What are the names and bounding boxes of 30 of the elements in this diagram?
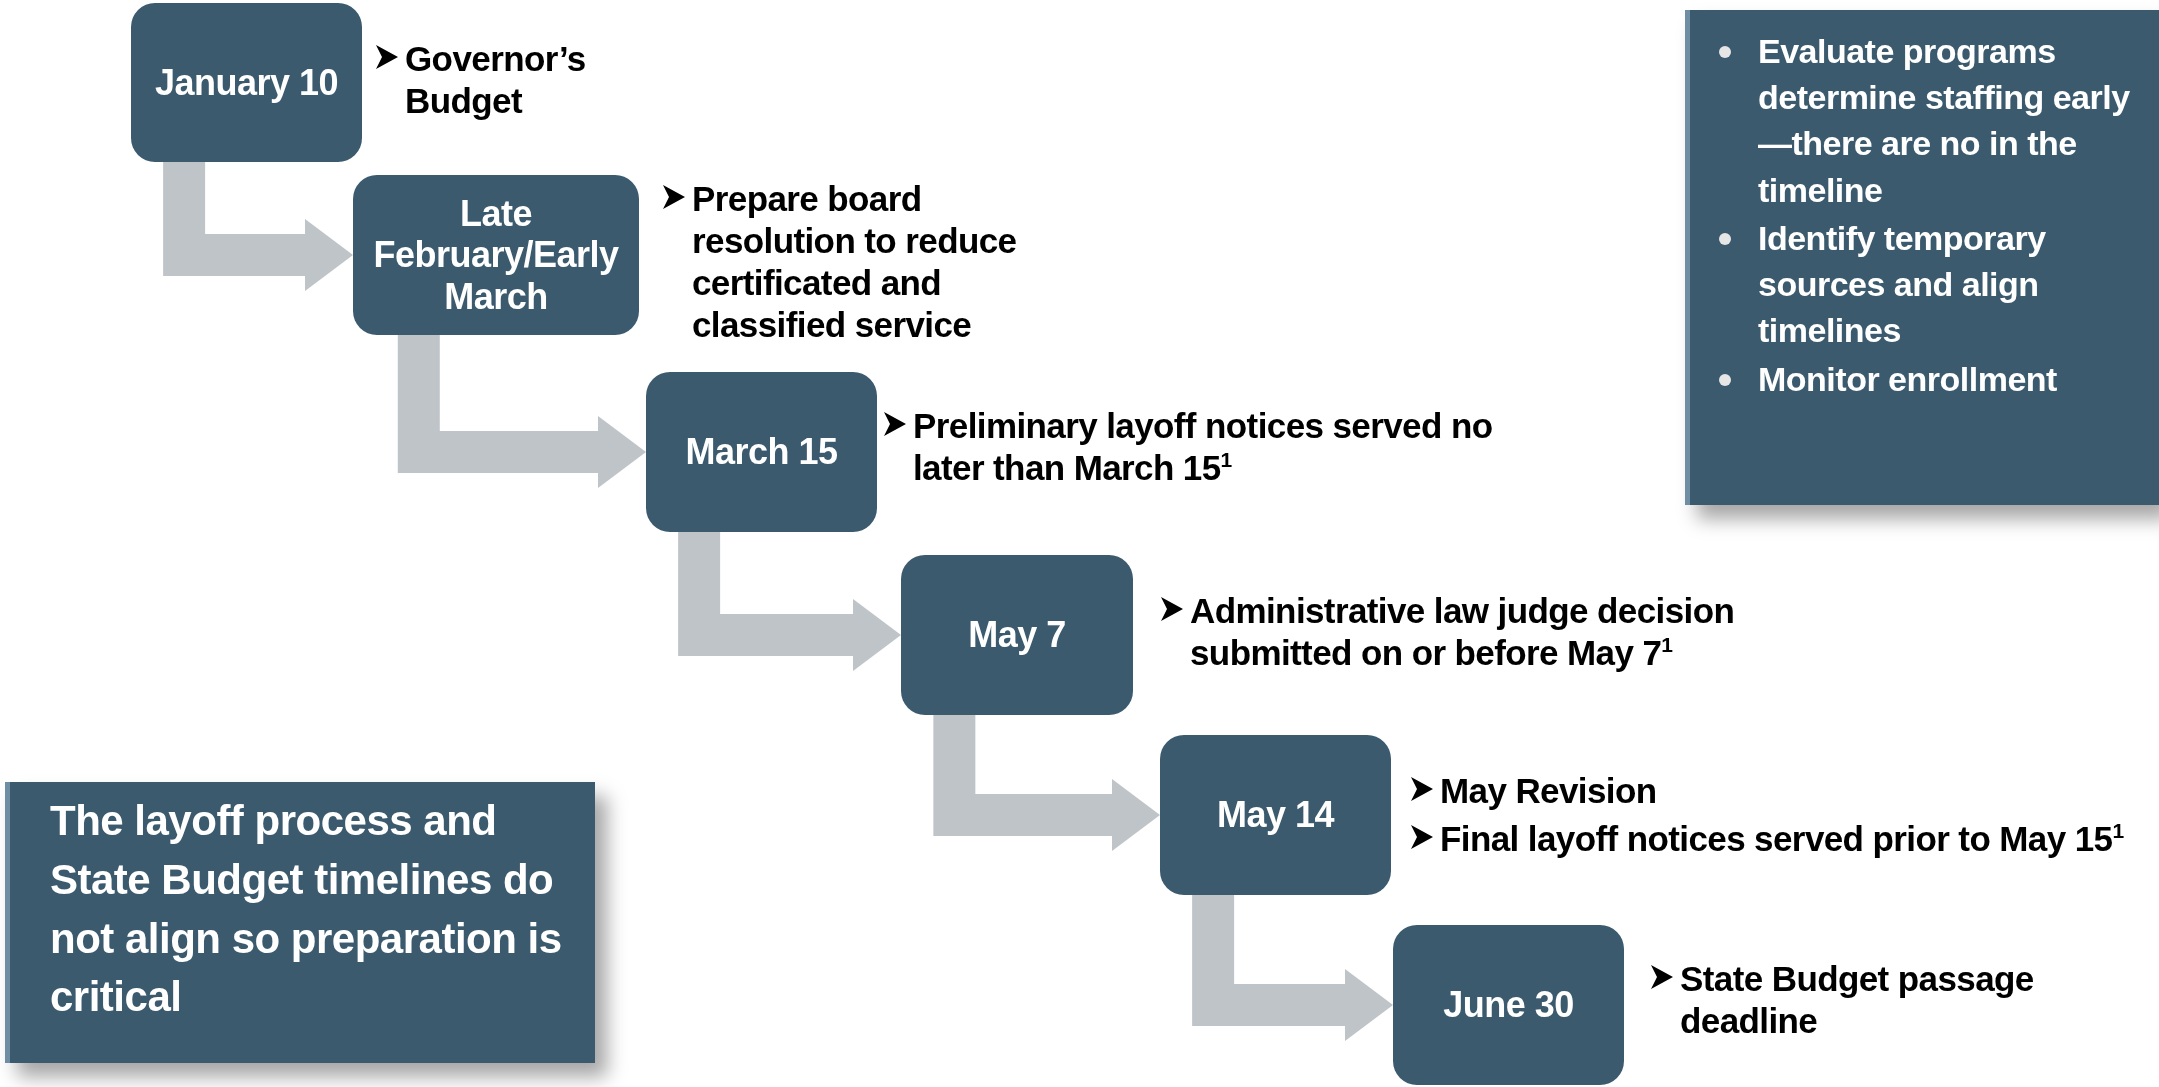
date-box [646, 372, 877, 532]
elbow-arrow [1192, 895, 1393, 1041]
elbow-arrow [397, 335, 646, 488]
bullet-text: State Budget passage deadline [1680, 958, 2035, 1042]
date-label: May 7 [968, 614, 1066, 656]
note-panel [5, 782, 595, 1063]
date-label: January 10 [154, 61, 339, 104]
bullet-text: Preliminary layoff notices served no later than March 15$^{1}$ [913, 405, 1494, 489]
bullet-text: Administrative law judge decision submitted on or before May 7$^{1}$ [1190, 590, 1736, 674]
date-box [353, 175, 639, 335]
bullet-text: Evaluate programs determine staffing early—there are no in the timeline [1758, 31, 2131, 211]
date-box [901, 555, 1133, 715]
note-text: The layoff process and State Budget timelines do not align so preparation is critical [50, 796, 563, 1023]
date-label: Late February/Early March [372, 192, 620, 318]
bullet-text: May Revision [1440, 770, 1657, 812]
date-box [1160, 735, 1391, 895]
date-box [1393, 925, 1624, 1085]
elbow-arrow [933, 715, 1160, 851]
elbow-arrow [163, 162, 353, 291]
bullet-text: Governor’s Budget [405, 38, 587, 122]
bullet-text: Monitor enrollment [1758, 358, 2057, 400]
date-label: May 14 [1216, 794, 1335, 836]
bullet-text: Identify temporary sources and align timelines [1758, 217, 2047, 352]
bullet-text: Prepare board resolution to reduce certificated and classified service [692, 178, 1018, 346]
date-box [131, 3, 362, 162]
date-label: June 30 [1443, 984, 1574, 1026]
date-label: March 15 [685, 431, 838, 473]
elbow-arrow [678, 532, 901, 671]
bullet-text: Final layoff notices served prior to May 15$^{1}$ [1440, 818, 2124, 860]
note-panel [1685, 10, 2159, 505]
